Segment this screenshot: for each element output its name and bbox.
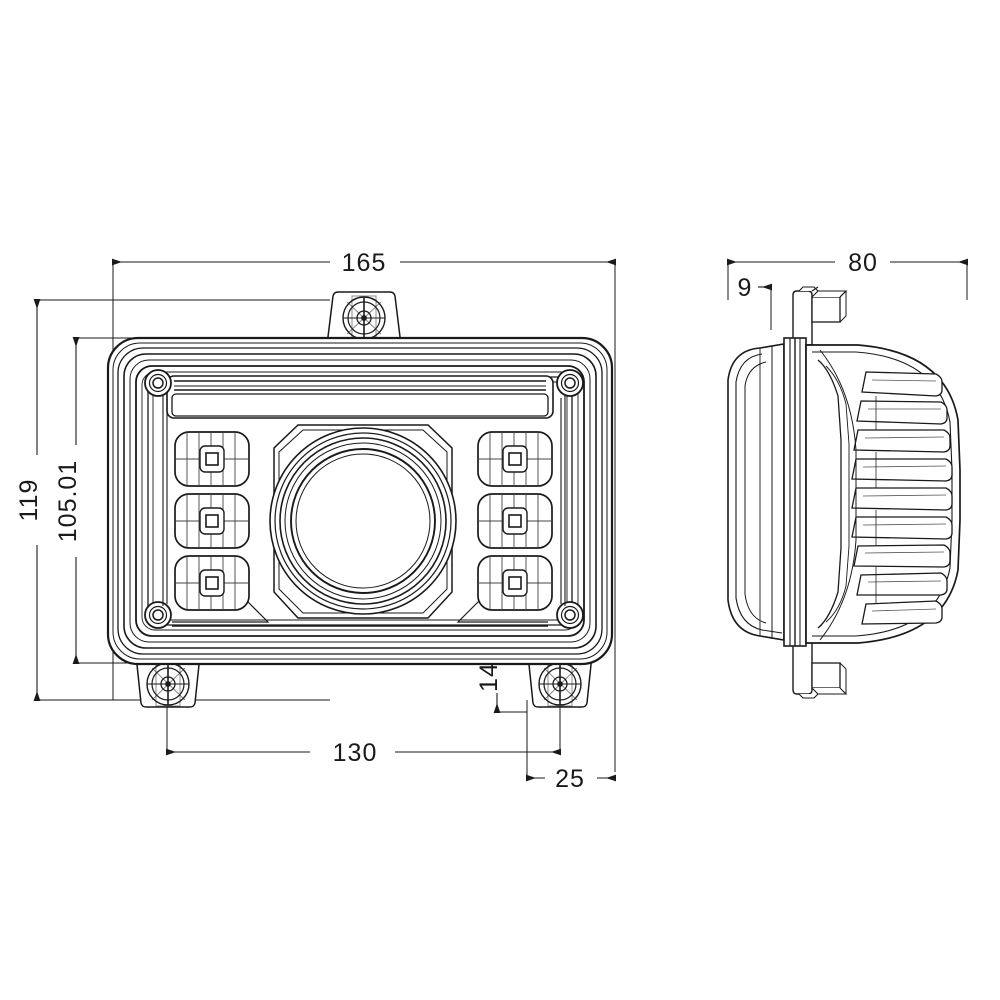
dimension-label-overall-depth: 80	[848, 249, 878, 277]
side-heatsink-fin-details	[862, 379, 947, 612]
dimension-label-overall-width: 165	[342, 249, 387, 277]
side-mount-tab-bottom	[792, 639, 848, 699]
dimension-lens-depth	[758, 283, 772, 330]
side-heatsink-fins	[851, 371, 953, 625]
corner-screw-top-left	[144, 369, 172, 397]
side-mount-tab-top	[792, 286, 848, 346]
dimension-label-lens-depth: 9	[738, 274, 753, 302]
drl-light-bar	[166, 375, 554, 419]
side-rails	[162, 396, 566, 606]
corner-screw-top-right	[556, 369, 584, 397]
mounting-tab-top	[326, 291, 402, 346]
corner-screw-bottom-left	[144, 601, 172, 629]
dimension-overall-depth	[727, 258, 968, 300]
led-module-left-3	[174, 555, 250, 611]
dimension-label-mount-spacing: 130	[333, 739, 378, 767]
led-module-left-2	[174, 493, 250, 549]
mounting-tab-bottom-left	[135, 654, 201, 708]
mounting-tab-bottom-right	[527, 654, 593, 708]
corner-screw-bottom-right	[556, 601, 584, 629]
front-view	[106, 291, 614, 708]
side-mid-contour	[819, 349, 857, 641]
dimension-label-tab-depth: 14	[475, 662, 503, 692]
led-module-right-3	[477, 555, 553, 611]
led-module-right-1	[477, 431, 553, 487]
led-module-right-2	[477, 493, 553, 549]
projector-lens	[269, 427, 457, 615]
led-module-left-1	[174, 431, 250, 487]
side-view	[727, 286, 961, 699]
dimension-label-overall-height: 119	[15, 479, 43, 522]
dimension-mount-spacing	[166, 690, 561, 756]
dimension-label-mount-offset: 25	[555, 765, 585, 793]
dimension-label-lens-height: 105.01	[54, 460, 82, 542]
side-lens-face	[727, 343, 785, 641]
dimension-mount-offset	[526, 700, 616, 782]
